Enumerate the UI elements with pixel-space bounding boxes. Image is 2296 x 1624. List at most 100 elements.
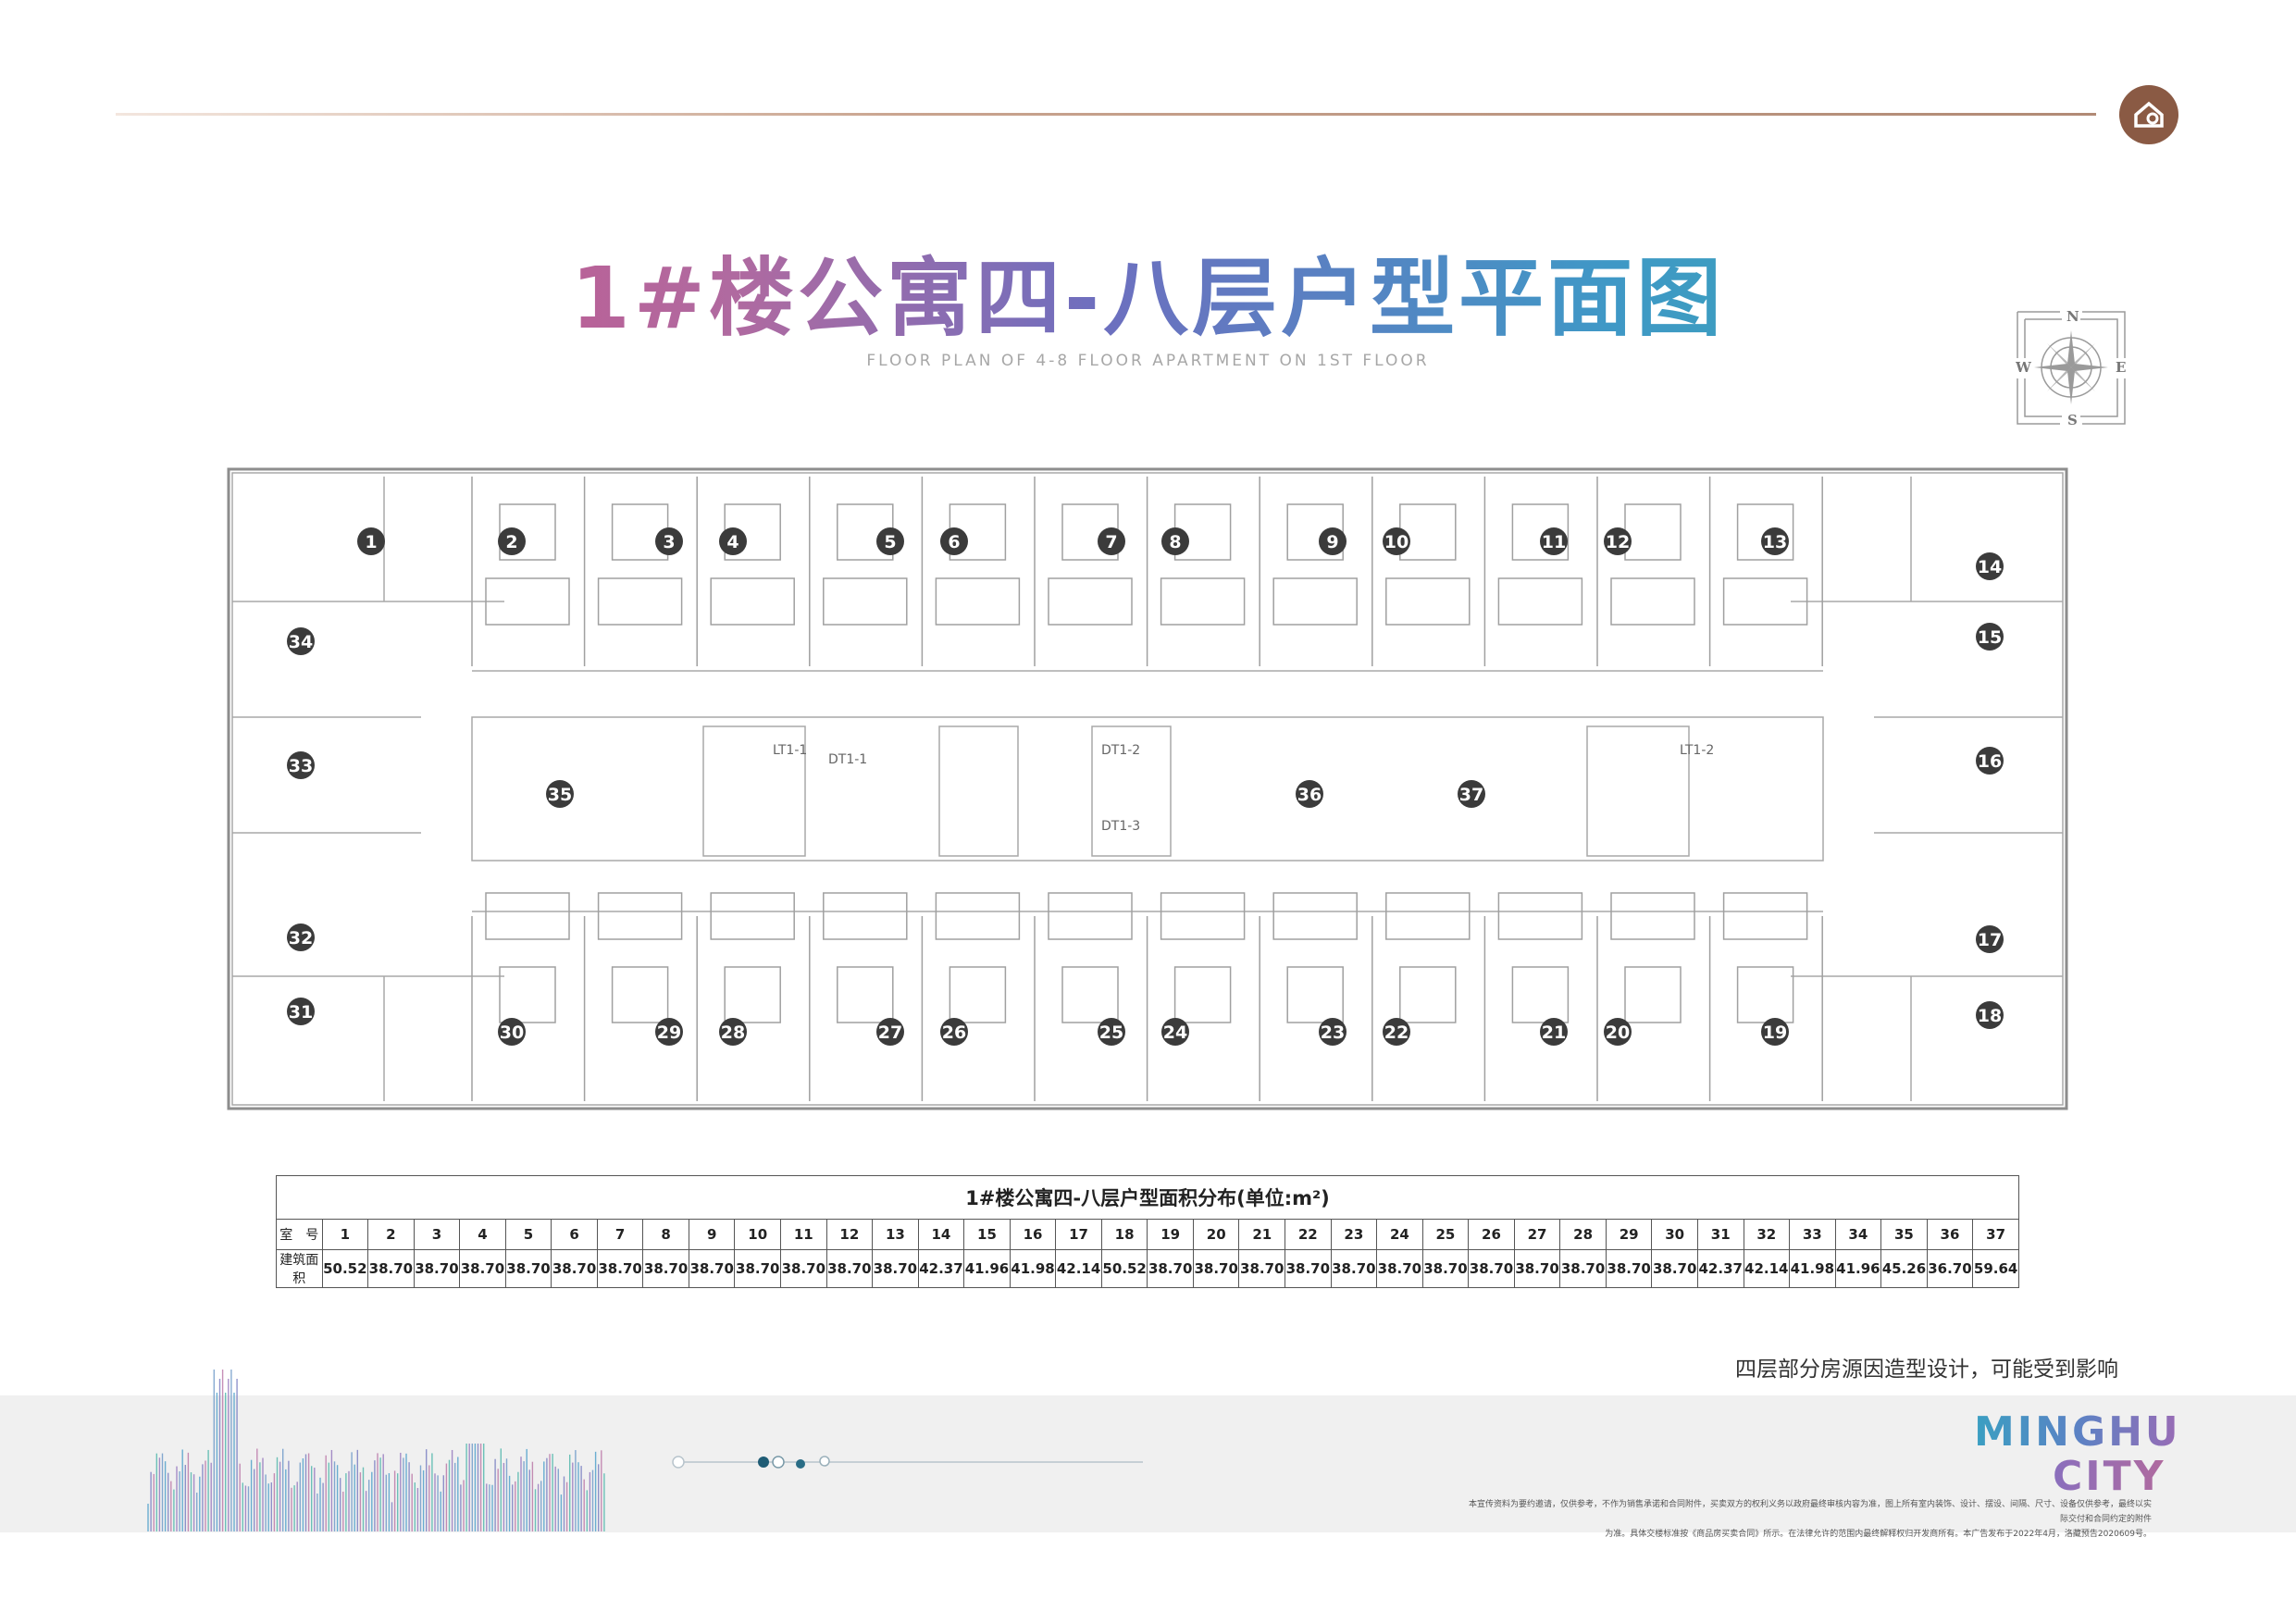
- page-slider[interactable]: [671, 1453, 1143, 1471]
- room-marker-19: 19: [1761, 1018, 1789, 1046]
- room-marker-label: 2: [505, 532, 517, 552]
- area-cell: 38.70: [642, 1249, 689, 1288]
- room-number-cell: 32: [1743, 1219, 1791, 1250]
- elevator-label-3: DT1-3: [1101, 819, 1140, 834]
- disclaimer-line-2: 为准。具体交楼标准按《商品房买卖合同》所示。在法律允许的范围内最终解释权归开发商…: [1605, 1530, 2152, 1539]
- room-marker-25: 25: [1098, 1018, 1125, 1046]
- room-number-cell: 12: [825, 1219, 874, 1250]
- area-cell: 38.70: [872, 1249, 919, 1288]
- room-marker-label: 16: [1978, 751, 2002, 772]
- area-cell: 50.52: [1100, 1249, 1148, 1288]
- room-marker-27: 27: [876, 1018, 904, 1046]
- room-marker-circle: [655, 527, 683, 555]
- room-marker-2: 2: [498, 527, 526, 555]
- room-marker-29: 29: [655, 1018, 683, 1046]
- room-marker-21: 21: [1540, 1018, 1568, 1046]
- room-marker-label: 26: [942, 1023, 966, 1043]
- room-marker-label: 11: [1542, 532, 1566, 552]
- brand-name-line-2: CITY: [2053, 1453, 2166, 1500]
- room-marker-7: 7: [1098, 527, 1125, 555]
- page-title: 1#楼公寓四-八层户型平面图: [0, 229, 2296, 353]
- room-marker-circle: [719, 1018, 747, 1046]
- area-cell: 38.70: [780, 1249, 827, 1288]
- slider-dot[interactable]: [819, 1456, 830, 1467]
- room-number-cell: 28: [1559, 1219, 1607, 1250]
- room-number-cell: 14: [917, 1219, 965, 1250]
- room-marker-circle: [1761, 1018, 1789, 1046]
- room-marker-37: 37: [1458, 780, 1485, 808]
- room-number-cell: 8: [642, 1219, 689, 1250]
- room-marker-12: 12: [1604, 527, 1632, 555]
- slider-dot[interactable]: [796, 1459, 805, 1469]
- city-skyline-graphic: [147, 1370, 605, 1531]
- area-cell: 42.37: [917, 1249, 965, 1288]
- elevator-label-2: DT1-2: [1101, 743, 1140, 758]
- room-number-cell: 10: [734, 1219, 782, 1250]
- room-marker-circle: [1296, 780, 1323, 808]
- room-marker-label: 37: [1459, 785, 1483, 805]
- room-marker-label: 5: [884, 532, 896, 552]
- room-marker-circle: [1098, 1018, 1125, 1046]
- area-cell: 38.70: [825, 1249, 874, 1288]
- room-number-cell: 2: [367, 1219, 415, 1250]
- room-number-cell: 6: [551, 1219, 598, 1250]
- slider-start-dot[interactable]: [672, 1456, 685, 1469]
- room-marker-label: 15: [1978, 627, 2002, 648]
- area-cell: 38.70: [596, 1249, 644, 1288]
- room-marker-label: 17: [1978, 930, 2002, 950]
- area-cell: 38.70: [1651, 1249, 1698, 1288]
- room-number-cell: 26: [1468, 1219, 1515, 1250]
- room-number-cell: 4: [459, 1219, 506, 1250]
- room-number-cell: 7: [596, 1219, 644, 1250]
- legal-disclaimer: 本宣传资料为要约邀请，仅供参考，不作为销售承诺和合同附件，买卖双方的权利义务以政…: [1467, 1497, 2152, 1542]
- room-marker-circle: [1604, 527, 1632, 555]
- area-cell: 36.70: [1926, 1249, 1974, 1288]
- room-marker-13: 13: [1761, 527, 1789, 555]
- room-marker-label: 3: [663, 532, 675, 552]
- room-marker-label: 13: [1763, 532, 1787, 552]
- slider-dot[interactable]: [772, 1456, 785, 1469]
- room-marker-label: 8: [1169, 532, 1181, 552]
- room-number-cell: 36: [1926, 1219, 1974, 1250]
- home-logo-icon[interactable]: [2119, 85, 2178, 144]
- area-cell: 38.70: [1238, 1249, 1286, 1288]
- area-cell: 38.70: [1285, 1249, 1332, 1288]
- room-marker-label: 24: [1163, 1023, 1187, 1043]
- area-cell: 38.70: [1513, 1249, 1561, 1288]
- room-number-cell: 1: [321, 1219, 369, 1250]
- room-marker-circle: [1458, 780, 1485, 808]
- area-cell: 59.64: [1972, 1249, 2019, 1288]
- room-marker-circle: [1976, 1001, 2004, 1029]
- elevator-label-1: DT1-1: [828, 752, 867, 767]
- room-marker-circle: [1383, 1018, 1410, 1046]
- area-header: 建筑面积: [276, 1249, 323, 1288]
- room-number-header: 室 号: [276, 1219, 323, 1250]
- room-marker-label: 20: [1606, 1023, 1630, 1043]
- room-number-cell: 34: [1834, 1219, 1882, 1250]
- area-cell: 38.70: [367, 1249, 415, 1288]
- room-marker-label: 22: [1384, 1023, 1409, 1043]
- stair-label-1: LT1-1: [773, 743, 807, 758]
- room-marker-28: 28: [719, 1018, 747, 1046]
- room-marker-circle: [719, 527, 747, 555]
- room-marker-circle: [1604, 1018, 1632, 1046]
- area-cell: 38.70: [1330, 1249, 1378, 1288]
- compass-rose-icon: N S E W: [2016, 310, 2126, 426]
- compass-north: N: [2066, 310, 2079, 325]
- room-marker-24: 24: [1161, 1018, 1189, 1046]
- room-marker-30: 30: [498, 1018, 526, 1046]
- room-marker-circle: [287, 751, 315, 779]
- room-marker-31: 31: [287, 998, 315, 1025]
- area-cell: 42.37: [1696, 1249, 1744, 1288]
- room-marker-circle: [287, 924, 315, 951]
- room-marker-16: 16: [1976, 747, 2004, 775]
- slider-dot-active[interactable]: [758, 1457, 769, 1468]
- room-number-cell: 35: [1880, 1219, 1928, 1250]
- area-cell: 38.70: [1605, 1249, 1653, 1288]
- room-marker-circle: [498, 1018, 526, 1046]
- room-marker-3: 3: [655, 527, 683, 555]
- area-cell: 38.70: [504, 1249, 552, 1288]
- room-marker-circle: [1319, 1018, 1347, 1046]
- room-number-cell: 19: [1147, 1219, 1194, 1250]
